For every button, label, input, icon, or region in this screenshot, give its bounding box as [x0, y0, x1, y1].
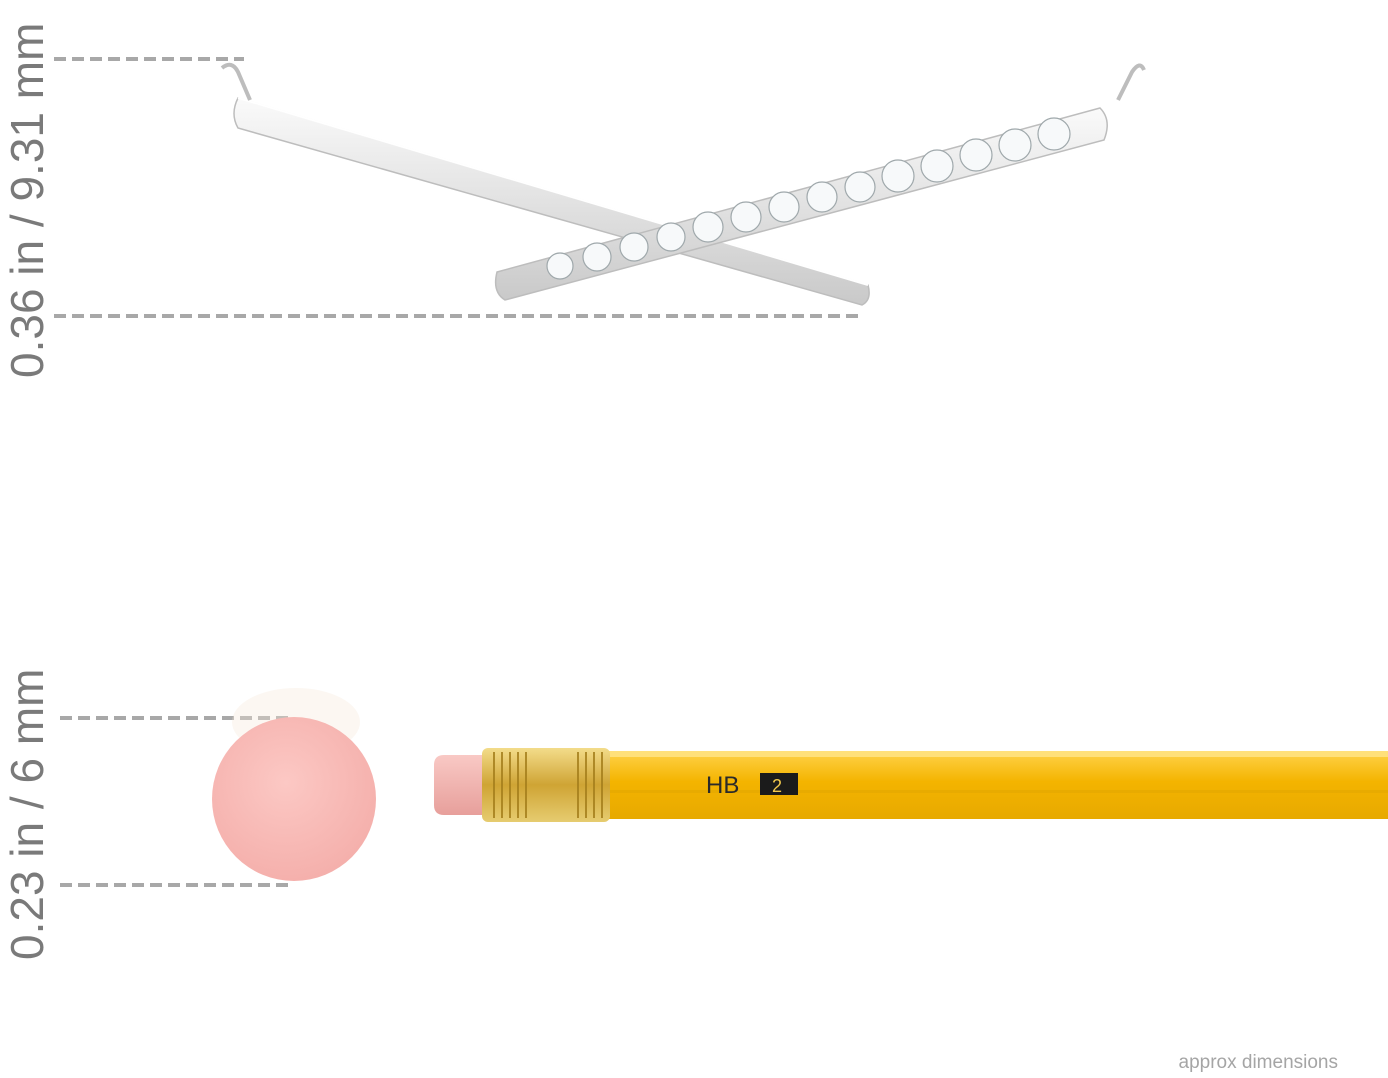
eraser-diameter-label: 0.23 in / 6 mm: [1, 668, 53, 960]
eraser-end-view: [212, 688, 376, 881]
pencil-eraser-tip: [434, 755, 486, 815]
pencil-body: [606, 751, 1388, 819]
left-hook: [220, 62, 252, 101]
right-hook: [1116, 63, 1146, 101]
pendant-height-label: 0.36 in / 9.31 mm: [1, 22, 53, 378]
pencil-number: 2: [772, 776, 782, 796]
pencil-number-badge: [760, 773, 798, 795]
pencil: HB 2: [434, 748, 1388, 822]
pencil-grade: HB: [706, 772, 739, 799]
diamond-bar: [494, 107, 1108, 301]
plain-bar: [233, 97, 870, 306]
approx-dimensions-note: approx dimensions: [1178, 1052, 1338, 1073]
diamond-row: [546, 117, 1071, 280]
